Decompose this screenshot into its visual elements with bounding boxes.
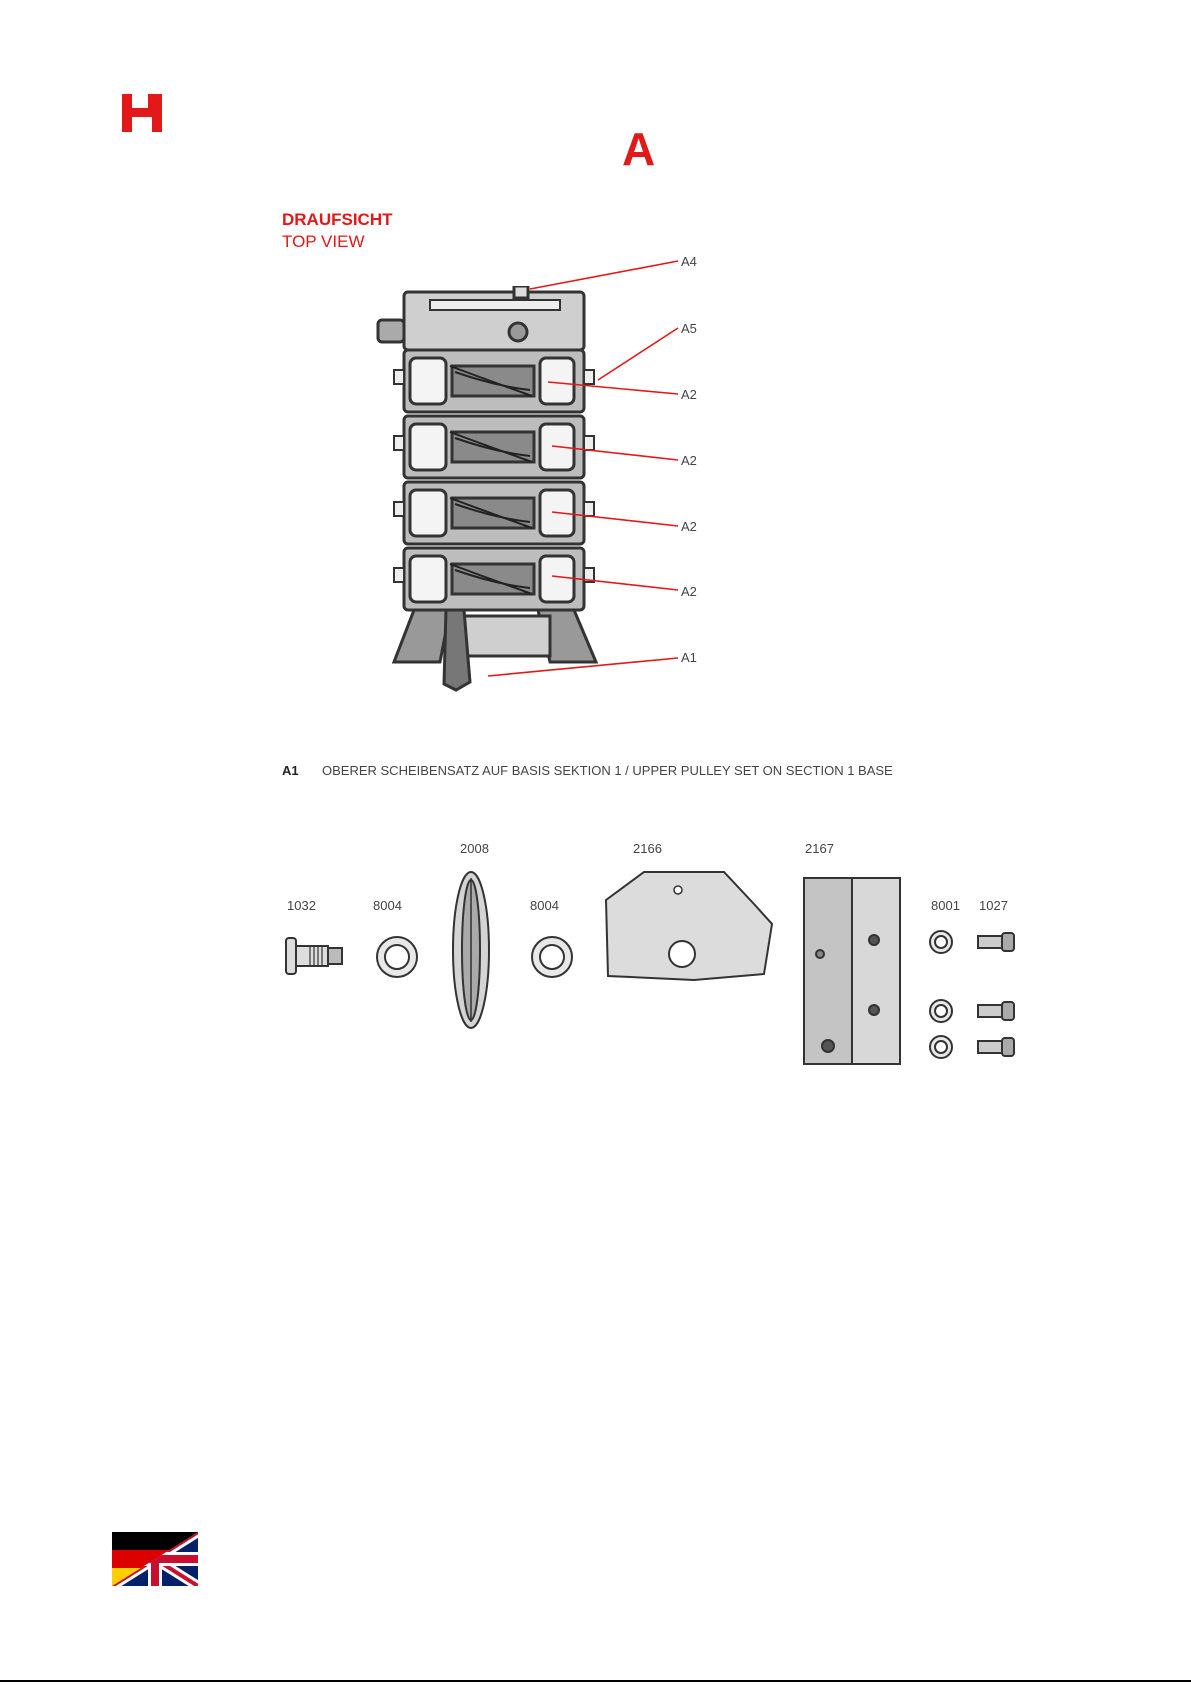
washer-8004-b-drawing [529, 934, 575, 980]
view-title-en: TOP VIEW [282, 232, 365, 252]
part-number-2008: 2008 [460, 841, 489, 856]
de-uk-flag-icon [112, 1532, 198, 1586]
part-number-1032: 1032 [287, 898, 316, 913]
callout-a5: A5 [681, 321, 697, 336]
brand-logo-icon [122, 94, 162, 132]
washers-screws-8001-1027-drawing [926, 924, 1022, 1064]
side-plate-2167-drawing [796, 874, 906, 1068]
part-number-8001: 8001 [931, 898, 960, 913]
bolt-1032-drawing [280, 930, 350, 982]
part-number-1027: 1027 [979, 898, 1008, 913]
side-plate-2166-drawing [604, 864, 774, 984]
callout-a1: A1 [681, 650, 697, 665]
view-title-de: DRAUFSICHT [282, 210, 393, 230]
part-number-8004-b: 8004 [530, 898, 559, 913]
description-text: OBERER SCHEIBENSATZ AUF BASIS SEKTION 1 … [322, 763, 893, 778]
callout-a2-3: A2 [681, 519, 697, 534]
bottom-rule [0, 1680, 1191, 1682]
leader-a4 [530, 261, 678, 289]
part-number-8004-a: 8004 [373, 898, 402, 913]
callout-a4: A4 [681, 254, 697, 269]
part-number-2167: 2167 [805, 841, 834, 856]
washer-8004-a-drawing [374, 934, 420, 980]
assembly-top-view-drawing [360, 286, 630, 698]
callout-a2-1: A2 [681, 387, 697, 402]
section-letter: A [622, 126, 655, 172]
description-code: A1 [282, 763, 299, 778]
callout-a2-2: A2 [681, 453, 697, 468]
part-number-2166: 2166 [633, 841, 662, 856]
callout-a2-4: A2 [681, 584, 697, 599]
pulley-2008-drawing [448, 868, 494, 1032]
